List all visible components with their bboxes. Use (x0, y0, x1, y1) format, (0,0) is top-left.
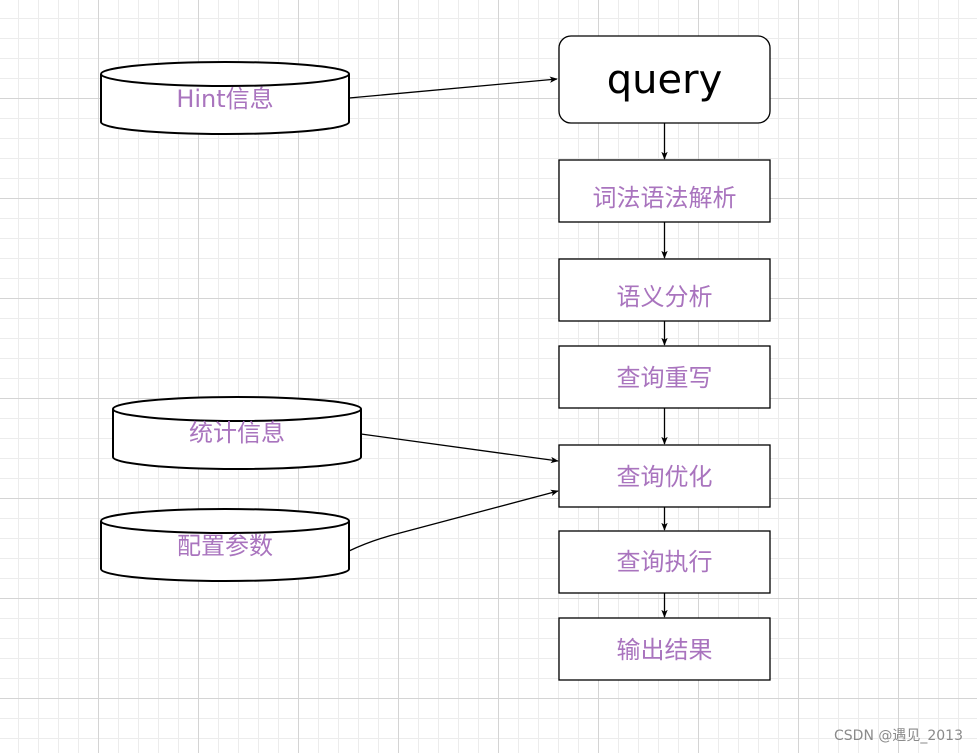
step-semantic-analysis: 语义分析 (558, 258, 771, 322)
step-query-optimize: 查询优化 (558, 444, 771, 508)
step-label: 查询执行 (617, 548, 713, 576)
query-label: query (607, 57, 722, 103)
store-hint-info: Hint信息 (100, 61, 350, 135)
input-connectors (348, 76, 559, 552)
step-label: 输出结果 (617, 636, 713, 664)
step-label: 查询重写 (617, 364, 713, 392)
step-query-rewrite: 查询重写 (558, 345, 771, 409)
step-label: 词法语法解析 (593, 184, 737, 212)
connector-config-to-optimize (348, 489, 559, 552)
store-label: Hint信息 (176, 85, 273, 113)
step-label: 语义分析 (617, 283, 713, 311)
step-lexical-syntax-parse: 词法语法解析 (558, 159, 771, 223)
connector-stats-to-optimize (360, 433, 559, 464)
store-statistics: 统计信息 (112, 396, 362, 470)
step-output-result: 输出结果 (558, 617, 771, 681)
step-label: 查询优化 (617, 463, 713, 491)
step-query-execute: 查询执行 (558, 530, 771, 594)
watermark: CSDN @遇见_2013 (834, 728, 963, 744)
store-config-params: 配置参数 (100, 508, 350, 582)
store-label: 配置参数 (177, 532, 273, 560)
query-node: query (558, 35, 771, 124)
connector-hint-to-query (348, 76, 558, 99)
store-label: 统计信息 (189, 419, 285, 447)
